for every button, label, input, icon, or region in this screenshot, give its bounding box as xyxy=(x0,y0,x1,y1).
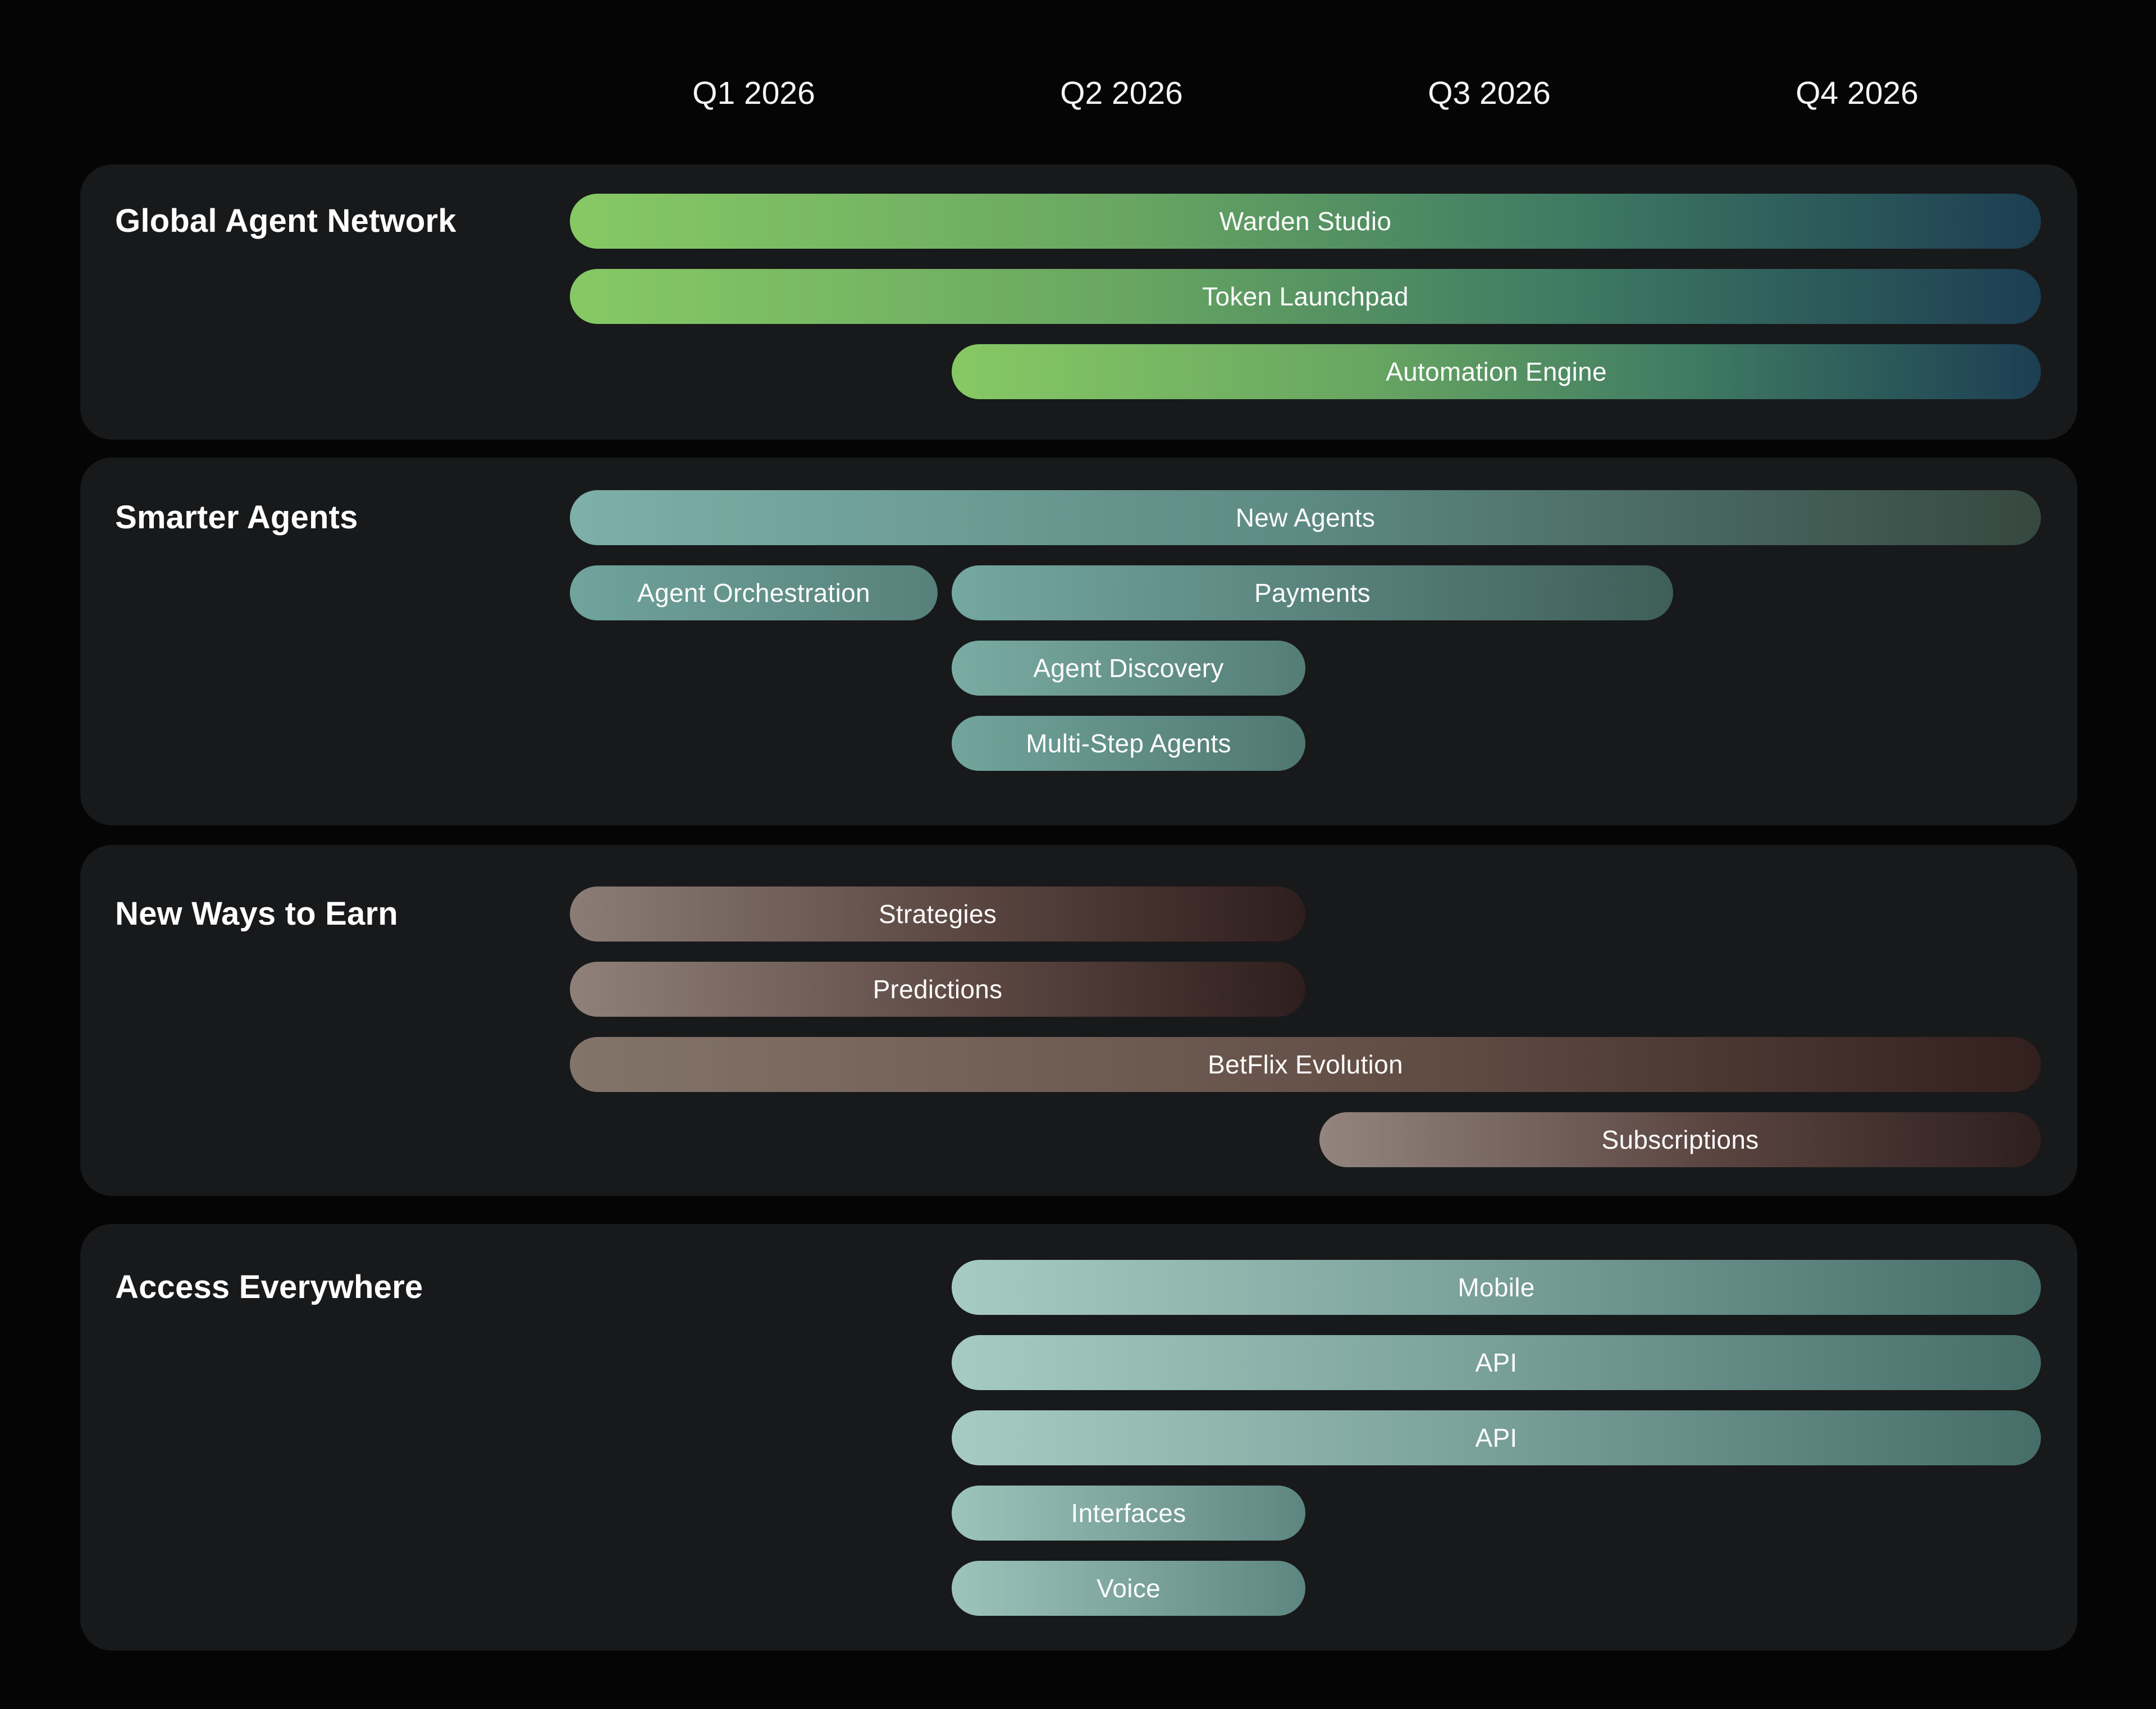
roadmap-bar-new-agents: New Agents xyxy=(570,490,2041,545)
roadmap-bar-api: API xyxy=(952,1410,2041,1465)
roadmap-bar-predictions: Predictions xyxy=(570,962,1305,1017)
roadmap-bar-label: Agent Orchestration xyxy=(637,578,870,607)
roadmap-bar-label: BetFlix Evolution xyxy=(1208,1050,1403,1079)
roadmap-bar-interfaces: Interfaces xyxy=(952,1486,1305,1541)
quarter-label-3: Q3 2026 xyxy=(1428,75,1551,111)
roadmap-bar-label: API xyxy=(1475,1423,1518,1452)
quarter-label-4: Q4 2026 xyxy=(1796,75,1919,111)
roadmap-bar-betflix-evolution: BetFlix Evolution xyxy=(570,1037,2041,1092)
quarter-label-1: Q1 2026 xyxy=(692,75,815,111)
section-title-global-agent-network: Global Agent Network xyxy=(115,203,456,239)
section-title-new-ways-to-earn: New Ways to Earn xyxy=(115,895,398,932)
roadmap-bar-label: Warden Studio xyxy=(1219,207,1392,236)
roadmap-bar-label: Voice xyxy=(1096,1574,1161,1603)
roadmap-bar-mobile: Mobile xyxy=(952,1260,2041,1315)
quarter-label-2: Q2 2026 xyxy=(1060,75,1183,111)
roadmap-bar-label: Multi-Step Agents xyxy=(1026,729,1231,758)
roadmap-bar-subscriptions: Subscriptions xyxy=(1319,1112,2041,1167)
roadmap-bar-automation-engine: Automation Engine xyxy=(952,344,2041,399)
roadmap-bar-label: Agent Discovery xyxy=(1033,654,1224,683)
roadmap-bar-label: Token Launchpad xyxy=(1202,282,1409,311)
roadmap-bar-payments: Payments xyxy=(952,565,1673,620)
roadmap-bar-multi-step-agents: Multi-Step Agents xyxy=(952,716,1305,771)
roadmap-bar-voice: Voice xyxy=(952,1561,1305,1616)
section-title-smarter-agents: Smarter Agents xyxy=(115,499,358,536)
section-title-access-everywhere: Access Everywhere xyxy=(115,1269,423,1305)
roadmap-bar-api: API xyxy=(952,1335,2041,1390)
roadmap-bar-label: Subscriptions xyxy=(1601,1125,1759,1154)
roadmap-bar-warden-studio: Warden Studio xyxy=(570,194,2041,249)
roadmap-bar-label: API xyxy=(1475,1348,1518,1377)
roadmap-bar-token-launchpad: Token Launchpad xyxy=(570,269,2041,324)
roadmap-bar-strategies: Strategies xyxy=(570,887,1305,942)
roadmap-bar-label: Automation Engine xyxy=(1386,357,1607,386)
roadmap-bar-agent-orchestration: Agent Orchestration xyxy=(570,565,938,620)
roadmap-bar-label: New Agents xyxy=(1235,503,1376,532)
roadmap-bar-label: Strategies xyxy=(878,899,997,929)
roadmap-bar-label: Predictions xyxy=(873,975,1003,1004)
roadmap-bar-label: Payments xyxy=(1254,578,1371,607)
roadmap-bar-agent-discovery: Agent Discovery xyxy=(952,641,1305,696)
roadmap-bar-label: Interfaces xyxy=(1071,1498,1186,1528)
roadmap-bar-label: Mobile xyxy=(1458,1273,1535,1302)
